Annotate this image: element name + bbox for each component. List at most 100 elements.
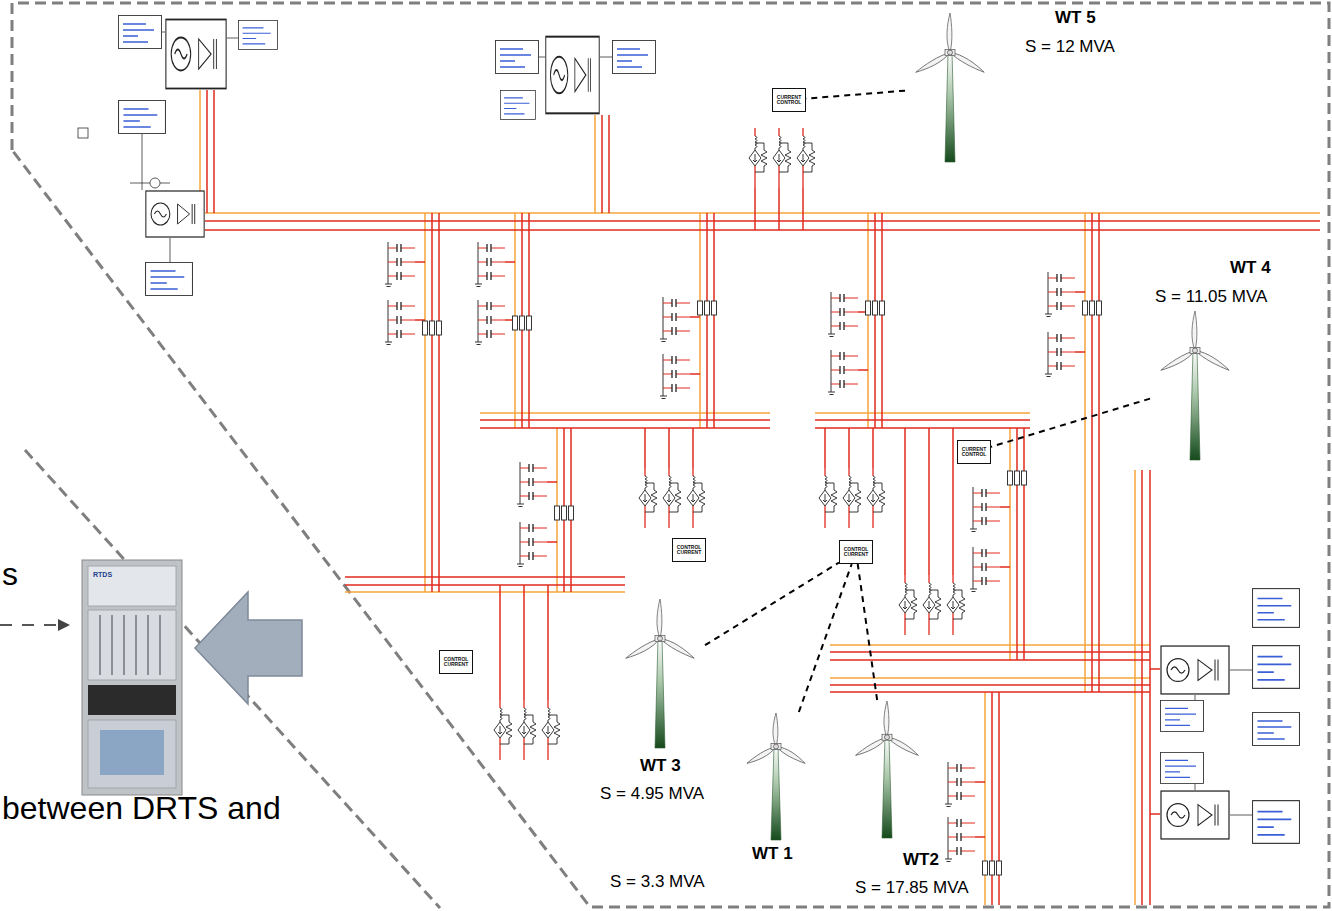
- resistor-symbol: [513, 316, 532, 330]
- current-source-symbol: [899, 575, 965, 635]
- generator-blocks: [119, 16, 1300, 844]
- capacitor-banks: [385, 242, 1075, 862]
- turbine-blade: [1194, 348, 1231, 372]
- rack-panel: [88, 566, 176, 606]
- generator-symbol: [1161, 646, 1229, 694]
- exciter-block: [1161, 700, 1204, 731]
- turbine-blade: [1192, 311, 1197, 351]
- power-rating: S = 11.05 MVA: [1155, 287, 1267, 307]
- line-resistors: [423, 301, 1102, 875]
- capacitor-symbol: [945, 762, 975, 807]
- rack-panel: [88, 610, 176, 680]
- control-block: [496, 41, 539, 74]
- turbine-name: WT 5: [1055, 8, 1096, 28]
- turbine-icon: [1150, 310, 1240, 460]
- resistor-symbol: [555, 506, 574, 520]
- turbine-blade: [1160, 349, 1197, 373]
- resistor-symbol: [983, 861, 1002, 875]
- resistor-symbol: [1083, 301, 1102, 315]
- rack-cards: [100, 615, 160, 675]
- control-wire: [130, 32, 1252, 815]
- turbine-nacelle: [882, 734, 892, 740]
- capacitor-symbol: [385, 300, 415, 345]
- dashed-link: [858, 564, 877, 700]
- wind-turbine: WT 1S = 3.3 MVA: [732, 712, 820, 840]
- turbine-nacelle: [771, 744, 781, 750]
- turbine-icon: [905, 12, 995, 162]
- zoom-frame: [12, 3, 1329, 907]
- turbine-tower: [771, 747, 781, 840]
- rack-band: [88, 685, 176, 715]
- turbine-blade: [657, 599, 662, 639]
- generator-symbol: [146, 191, 204, 237]
- governor-block: [1253, 801, 1300, 844]
- block-arrow: [195, 592, 302, 704]
- current-source-symbol: [639, 468, 705, 528]
- generator-symbol: [166, 20, 226, 89]
- turbine-name: WT2: [903, 850, 939, 870]
- control-block: [238, 20, 277, 49]
- pointer-line: [0, 624, 56, 626]
- wind-turbine: WT 3S = 4.95 MVA: [615, 598, 705, 748]
- control-block: [119, 16, 162, 49]
- turbine-nacelle: [945, 50, 955, 56]
- capacitor-symbol: [475, 242, 505, 287]
- wind-turbine: WT 4S = 11.05 MVA: [1150, 310, 1240, 460]
- power-rating: S = 4.95 MVA: [600, 784, 704, 804]
- control-box: CONTROL CURRENT: [439, 650, 473, 674]
- turbine-nacelle: [1190, 348, 1200, 354]
- turbine-tower: [882, 737, 892, 838]
- resistor-symbol: [698, 301, 717, 315]
- turbine-blade: [625, 637, 662, 661]
- capacitor-symbol: [1045, 332, 1075, 377]
- caption-fragment: between DRTS and: [2, 790, 281, 827]
- power-rating: S = 3.3 MVA: [610, 872, 705, 892]
- dashed-link: [705, 562, 839, 645]
- turbine-blade: [659, 636, 696, 660]
- caption-fragment: s: [2, 556, 18, 593]
- dashed-link: [806, 91, 905, 99]
- capacitor-symbol: [517, 522, 547, 567]
- turbine-blade: [775, 744, 807, 765]
- turbine-blade: [915, 51, 952, 75]
- generator-symbol: [1161, 791, 1229, 839]
- turbine-hub: [774, 744, 779, 749]
- box-label: CONTROL CURRENT: [842, 547, 870, 558]
- box-label: CURRENT CONTROL: [775, 95, 803, 106]
- meter-symbol: [150, 178, 160, 188]
- dashed-pointer: [0, 619, 70, 631]
- control-block: [1253, 646, 1300, 689]
- capacitor-symbol: [828, 350, 858, 395]
- turbine-name: WT 4: [1230, 258, 1271, 278]
- turbine-tower: [1190, 351, 1200, 461]
- turbine-icon: [732, 712, 820, 840]
- controlled-sources: [494, 128, 965, 760]
- capacitor-symbol: [970, 487, 1000, 532]
- rack-panel: [88, 720, 176, 788]
- turbine-tower: [945, 53, 955, 163]
- capacitor-symbol: [970, 547, 1000, 592]
- turbine-icon: [842, 700, 932, 838]
- power-rating: S = 17.85 MVA: [855, 878, 969, 898]
- three-phase-wiring: [78, 32, 1320, 905]
- capacitor-symbol: [660, 354, 690, 399]
- governor-block: [119, 101, 166, 134]
- turbine-blade: [947, 13, 952, 53]
- turbine-hub: [885, 735, 890, 740]
- pointer-head: [58, 619, 70, 631]
- zoom-boundary: [12, 3, 1329, 908]
- turbine-tower: [655, 639, 665, 749]
- capacitor-symbol: [660, 297, 690, 342]
- dashed-link: [799, 564, 852, 712]
- turbine-name: WT 1: [752, 844, 793, 864]
- capacitor-symbol: [945, 817, 975, 862]
- exciter-block: [146, 263, 193, 296]
- dashed-link: [991, 399, 1150, 447]
- turbine-blade: [773, 713, 778, 747]
- capacitor-symbol: [385, 242, 415, 287]
